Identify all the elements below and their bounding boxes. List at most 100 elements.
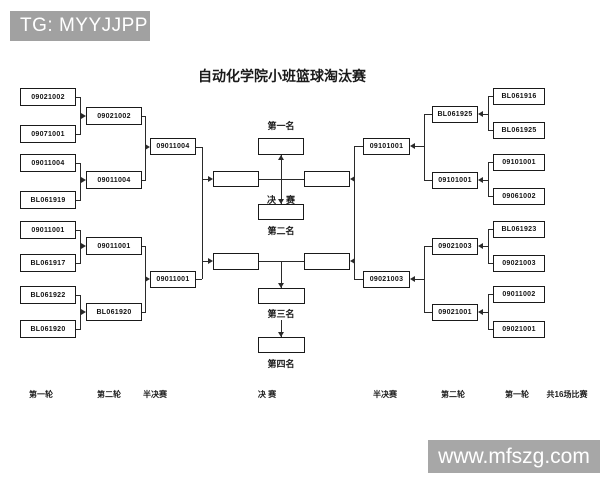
arrow-icon [278,332,284,337]
arrow-icon [350,176,355,182]
team-box-right-r1-6: 09021003 [493,255,545,272]
connector [354,146,355,279]
round-label-left-r1: 第一轮 [29,390,53,399]
arrow-icon [145,276,150,282]
connector [76,134,80,135]
team-box-left-r2-1: 09021002 [86,107,142,125]
first-place-label: 第一名 [267,121,295,131]
arrow-icon [478,177,483,183]
third-place-slot-left [213,253,259,270]
connector [142,312,145,313]
arrow-icon [81,177,86,183]
connector [424,246,425,312]
team-box-right-r1-2: BL061925 [493,122,545,139]
team-box-right-r1-8: 09021001 [493,321,545,338]
connector [202,179,208,180]
connector [196,147,202,148]
connector [76,295,80,296]
team-box-left-sf-2: 09011001 [150,271,196,288]
connector [281,320,282,337]
team-box-left-r1-2: 09071001 [20,125,76,143]
final-slot-right [304,171,350,187]
connector [76,200,80,201]
connector [488,162,489,197]
third-place-label: 第三名 [267,309,295,319]
team-box-left-r1-6: BL061917 [20,254,76,272]
connector [354,279,363,280]
arrow-icon [278,199,284,204]
connector [76,329,80,330]
final-label-left: 决 [266,195,276,205]
fourth-place-label: 第四名 [267,359,295,369]
connector [196,279,202,280]
watermark: www.mfszg.com [428,440,600,473]
connector [424,312,432,313]
connector [80,230,81,264]
arrow-icon [478,111,483,117]
team-box-left-r2-3: 09011001 [86,237,142,255]
connector [488,96,489,131]
connector [281,261,282,288]
arrow-icon [208,176,213,182]
connector [488,263,493,264]
final-slot-left [213,171,259,187]
connector [80,163,81,201]
third-place-slot [258,288,305,304]
arrow-icon [145,144,150,150]
connector [488,162,493,163]
team-box-left-r1-3: 09011004 [20,154,76,172]
connector [483,114,488,115]
connector [76,163,80,164]
round-label-final: 决 赛 [257,390,277,399]
team-box-right-r1-1: BL061916 [493,88,545,105]
round-label-right-r1: 第一轮 [505,390,529,399]
connector [488,294,493,295]
connector [424,114,425,180]
fourth-place-slot [258,337,305,353]
arrow-icon [478,243,483,249]
connector [483,246,488,247]
team-box-right-sf-1: 09101001 [363,138,410,155]
arrow-icon [410,143,415,149]
runner-up-slot [258,204,304,220]
connector [142,116,145,117]
connector [142,246,145,247]
connector [488,130,493,131]
connector [76,263,80,264]
round-label-left-r2: 第二轮 [97,390,121,399]
final-label-right: 赛 [286,195,296,205]
team-box-right-r2-3: 09021003 [432,238,478,255]
connector [76,230,80,231]
connector [488,229,493,230]
team-box-left-r1-8: BL061920 [20,320,76,338]
arrow-icon [350,258,355,264]
arrow-icon [410,276,415,282]
team-box-left-r1-5: 09011001 [20,221,76,239]
team-box-right-r1-3: 09101001 [493,154,545,171]
connector [488,196,493,197]
connector [415,146,424,147]
total-matches-label: 共16场比赛 [546,390,588,399]
team-box-left-r2-2: 09011004 [86,171,142,189]
team-box-right-sf-2: 09021003 [363,271,410,288]
round-label-left-sf: 半决赛 [143,390,167,399]
connector [424,114,432,115]
connector [202,261,208,262]
team-box-right-r1-4: 09061002 [493,188,545,205]
team-box-right-r1-7: 09011002 [493,286,545,303]
team-box-left-r1-4: BL061919 [20,191,76,209]
team-box-right-r1-5: BL061923 [493,221,545,238]
team-box-left-r1-7: BL061922 [20,286,76,304]
second-place-label: 第二名 [267,226,295,236]
arrow-icon [278,155,284,160]
connector [488,294,489,330]
connector [354,146,363,147]
connector [281,155,282,204]
connector [483,312,488,313]
team-box-left-r1-1: 09021002 [20,88,76,106]
connector [424,180,432,181]
connector [76,97,80,98]
team-box-left-r2-4: BL061920 [86,303,142,321]
connector [488,229,489,264]
